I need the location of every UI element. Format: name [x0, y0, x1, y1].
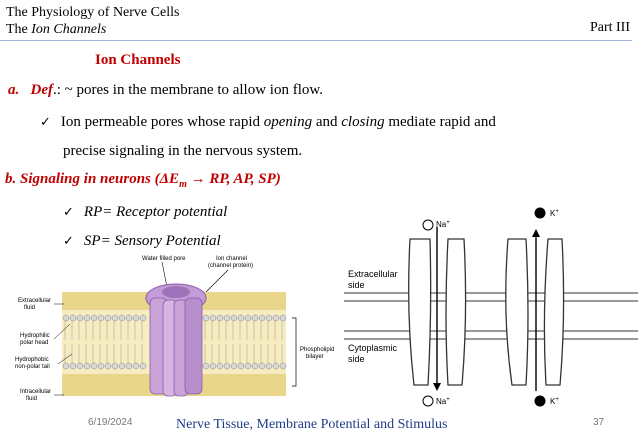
lipid-head	[279, 362, 287, 370]
lipid-head	[76, 362, 84, 370]
header-subtitle-em: Ion Channels	[31, 22, 107, 37]
lipid-head	[223, 362, 231, 370]
intracellular-label-1: Intracellular	[20, 389, 51, 395]
lipid-head	[230, 314, 238, 322]
lipid-head	[272, 362, 280, 370]
na-bottom-label: Na+	[436, 397, 450, 406]
channel-protein	[145, 283, 207, 397]
potassium-channel: K+ K+	[505, 207, 565, 407]
lipid-head	[125, 362, 133, 370]
cytoplasmic-side-label-2: side	[348, 354, 365, 364]
lipid-head	[90, 362, 98, 370]
header-subtitle-prefix: The	[6, 22, 32, 37]
bullet-ion-pores-cont: precise signaling in the nervous system.	[63, 143, 303, 159]
lipid-head	[279, 314, 287, 322]
hydrophobic-label-1: Hydrophobic	[15, 357, 49, 363]
definition-def: Def	[30, 82, 54, 98]
lipid-head	[237, 362, 245, 370]
lipid-head	[251, 362, 259, 370]
page-number: 37	[593, 417, 605, 428]
k-bottom-label: K+	[550, 397, 559, 406]
lipid-head	[139, 362, 147, 370]
lipid-head	[265, 314, 273, 322]
lipid-head	[202, 362, 210, 370]
hydrophilic-label-1: Hydrophilic	[20, 333, 50, 339]
definition-line: a. Def.: ~ pores in the membrane to allo…	[8, 82, 323, 99]
na-top-label: Na+	[436, 220, 450, 229]
lipid-head	[202, 314, 210, 322]
lipid-head	[216, 314, 224, 322]
bullet-ion-pores: ✓Ion permeable pores whose rapid opening…	[40, 114, 496, 130]
lipid-head	[237, 314, 245, 322]
definition-text: .: ~ pores in the membrane to allow ion …	[53, 82, 323, 98]
phospholipid-label-1: Phospholipid	[300, 347, 334, 353]
sodium-channel: Na+ Na+	[408, 219, 467, 407]
lipid-head	[216, 362, 224, 370]
checkmark-icon: ✓	[40, 115, 51, 130]
lipid-head	[69, 314, 77, 322]
extracellular-side-label-2: side	[348, 280, 365, 290]
header-rule	[0, 40, 632, 41]
lipid-head	[62, 314, 70, 322]
hydrophilic-label-2: polar head	[20, 340, 48, 346]
definition-label: a. Def	[8, 82, 53, 98]
extracellular-side-label-1: Extracellular	[348, 269, 398, 279]
intracellular-label-2: fluid	[26, 396, 37, 402]
bullet-receptor-potential: ✓RP= Receptor potential	[63, 204, 228, 220]
signaling-heading: b. Signaling in neurons (ΔEm → RP, AP, S…	[5, 171, 281, 190]
lipid-head	[97, 314, 105, 322]
checkmark-icon: ✓	[63, 205, 74, 220]
phospholipid-bilayer	[62, 314, 287, 370]
lipid-head	[111, 362, 119, 370]
lipid-head	[251, 314, 259, 322]
water-pore-label: Water filled pore	[142, 256, 186, 262]
lipid-head	[69, 362, 77, 370]
lipid-head	[244, 362, 252, 370]
ion-channel-label-1: Ion channel	[216, 256, 247, 262]
lipid-head	[244, 314, 252, 322]
slide-title: Ion Channels	[95, 52, 181, 68]
lipid-head	[258, 314, 266, 322]
lipid-head	[209, 362, 217, 370]
lipid-head	[230, 362, 238, 370]
cytoplasmic-side-label-1: Cytoplasmic	[348, 343, 398, 353]
lipid-head	[83, 362, 91, 370]
lipid-head	[223, 314, 231, 322]
lipid-head	[125, 314, 133, 322]
hydrophobic-label-2: non-polar tail	[15, 364, 50, 370]
lipid-head	[83, 314, 91, 322]
lipid-head	[97, 362, 105, 370]
lipid-head	[111, 314, 119, 322]
lipid-head	[90, 314, 98, 322]
footer-title: Nerve Tissue, Membrane Potential and Sti…	[176, 417, 448, 432]
header-part: Part III	[589, 20, 630, 35]
lipid-head	[104, 314, 112, 322]
lipid-head	[118, 314, 126, 322]
k-top-label: K+	[550, 209, 559, 218]
phospholipid-label-2: bilayer	[306, 354, 324, 360]
ion-channel-bilayer-figure: Water filled pore Ion channel (channel p…	[15, 256, 334, 402]
lipid-head	[265, 362, 273, 370]
lipid-head	[132, 362, 140, 370]
lipid-head	[104, 362, 112, 370]
footer-date: 6/19/2024	[88, 417, 133, 428]
extracellular-label-2: fluid	[24, 305, 35, 311]
lipid-head	[139, 314, 147, 322]
lipid-head	[258, 362, 266, 370]
lipid-head	[272, 314, 280, 322]
ion-channel-label-2: (channel protein)	[208, 263, 253, 269]
lipid-head	[132, 314, 140, 322]
lipid-head	[118, 362, 126, 370]
bullet-sensory-potential: ✓SP= Sensory Potential	[63, 233, 221, 249]
gated-channels-figure: Extracellular side Cytoplasmic side Na+ …	[344, 207, 638, 407]
lipid-head	[62, 362, 70, 370]
lipid-head	[76, 314, 84, 322]
header-title: The Physiology of Nerve Cells	[6, 5, 180, 20]
lipid-head	[209, 314, 217, 322]
extracellular-label-1: Extracellular	[18, 298, 51, 304]
header-subtitle: The Ion Channels	[6, 21, 106, 38]
checkmark-icon: ✓	[63, 234, 74, 249]
